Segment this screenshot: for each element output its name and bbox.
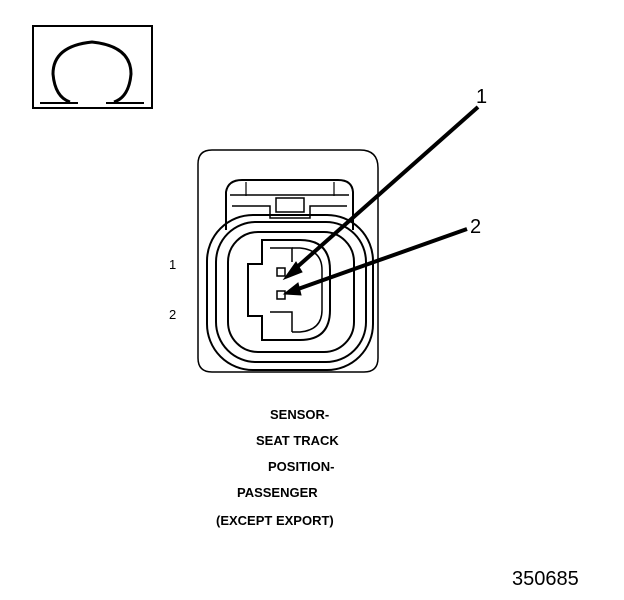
figure-number: 350685 (512, 568, 579, 590)
caption-line-4: PASSENGER (237, 485, 318, 500)
terminal-cavity (247, 239, 331, 341)
pin-label-1: 1 (169, 257, 177, 272)
terminal-1 (276, 267, 286, 277)
callout-leaders (282, 105, 480, 296)
ohm-icon (40, 40, 144, 104)
callout-label-2: 2 (470, 216, 482, 238)
ohm-symbol-box (32, 25, 153, 109)
connector-latch (225, 179, 354, 230)
pin-label-2: 2 (169, 307, 177, 322)
callout-label-1: 1 (476, 86, 488, 108)
caption-line-1: SENSOR- (270, 407, 330, 422)
caption-line-3: POSITION- (268, 459, 335, 474)
caption-line-2: SEAT TRACK (256, 433, 339, 448)
caption-line-5: (EXCEPT EXPORT) (216, 513, 334, 528)
terminal-2 (276, 290, 286, 300)
connector-outline (197, 149, 379, 373)
